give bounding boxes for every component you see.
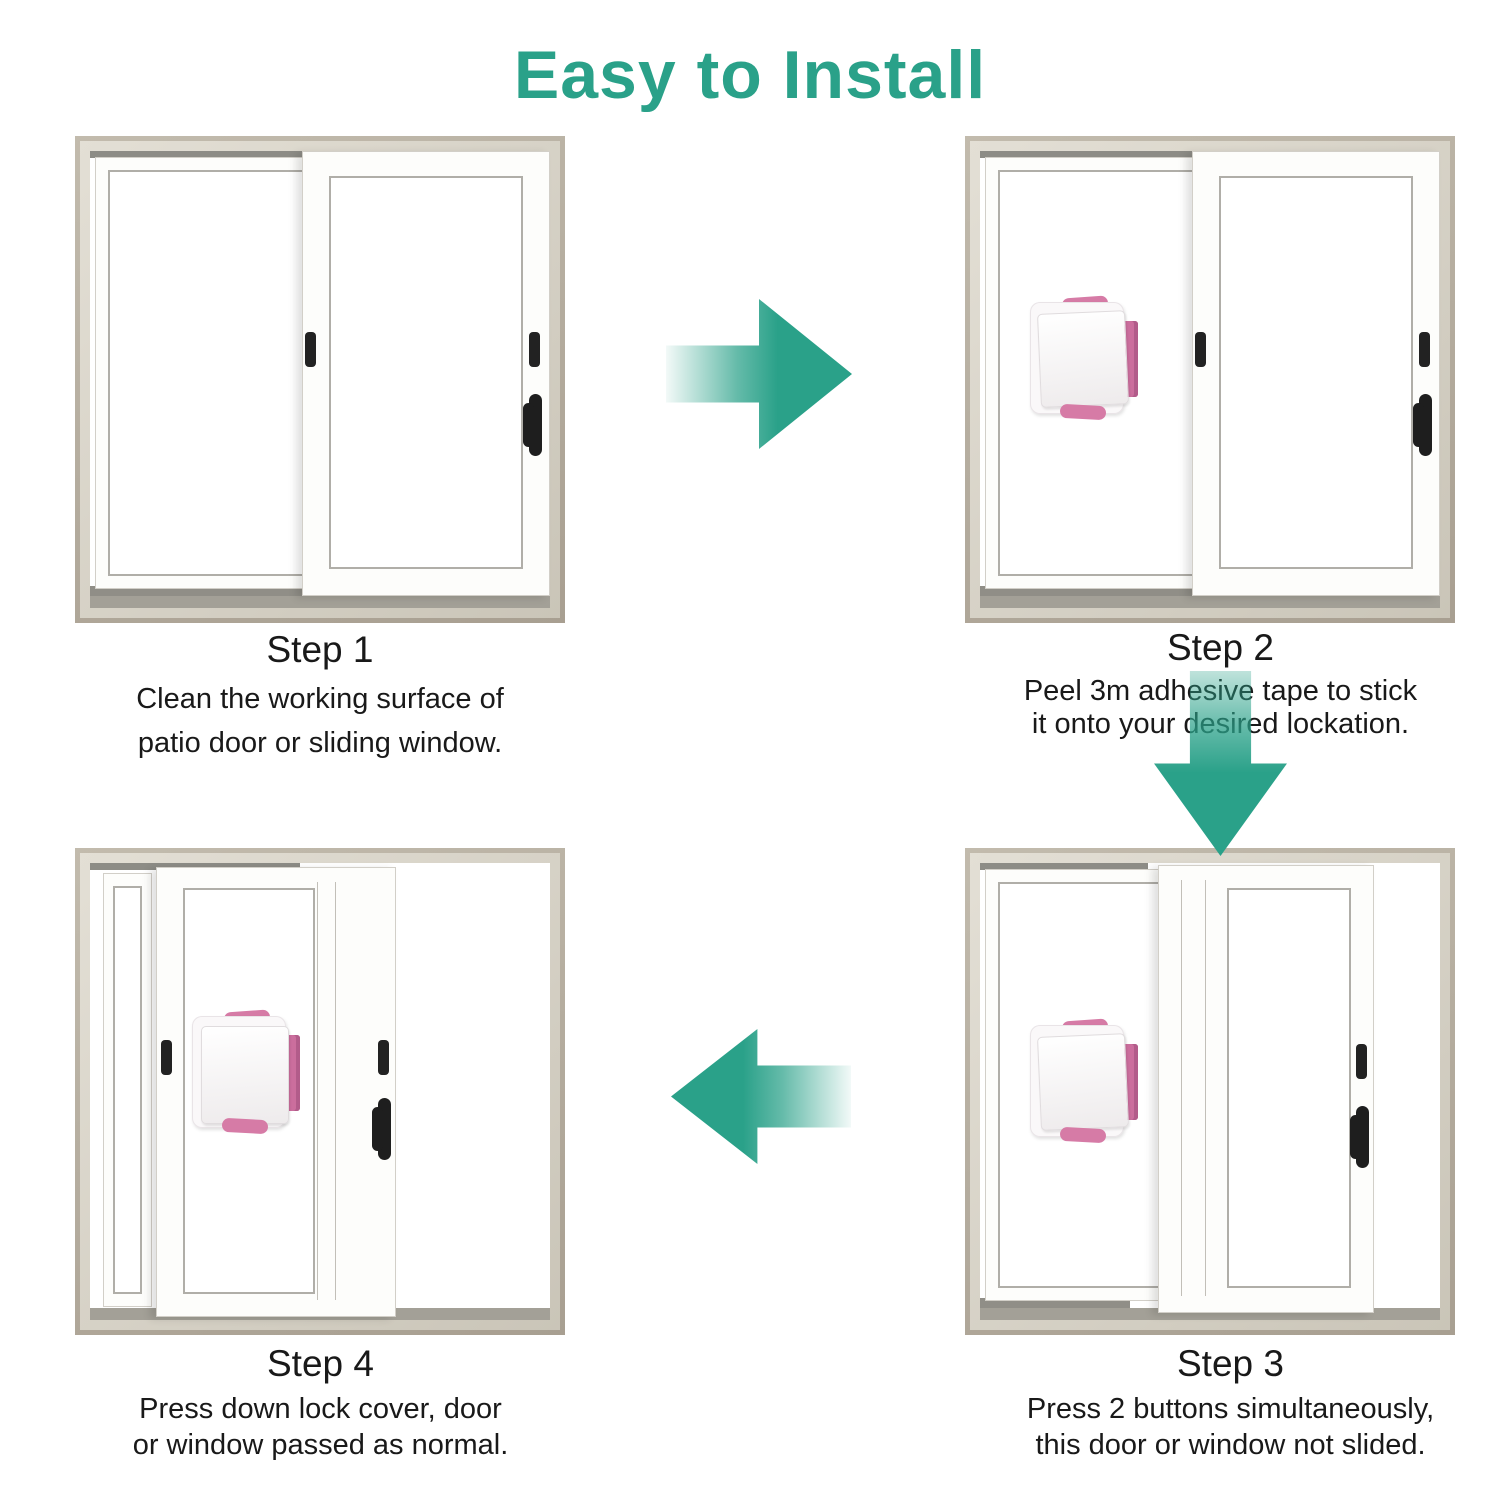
door-opening — [90, 151, 550, 608]
door-lock-latch-icon — [529, 332, 540, 367]
door-latch-icon — [305, 332, 316, 367]
fixed-door-panel — [103, 873, 152, 1307]
child-safety-lock-icon — [1030, 1018, 1138, 1144]
door-handle-icon — [372, 1098, 391, 1160]
door-latch-icon — [161, 1040, 172, 1075]
door-latch-icon — [1195, 332, 1206, 367]
sliding-door-panel — [1158, 865, 1374, 1313]
panel-stile-line — [317, 882, 318, 1300]
step-1-description-line: Clean the working surface of — [136, 683, 504, 715]
door-illustration-step-4 — [75, 848, 565, 1335]
door-lock-latch-icon — [378, 1040, 389, 1075]
door-sill — [980, 596, 1440, 608]
lock-cover — [1036, 310, 1130, 408]
lock-cover — [1036, 1033, 1130, 1131]
lock-button-icon — [221, 1117, 269, 1135]
lock-button-icon — [1059, 1126, 1107, 1144]
door-illustration-step-2 — [965, 136, 1455, 623]
step-2-title: Step 2 — [1167, 627, 1274, 668]
step-3-caption: Step 3 Press 2 buttons simultaneously, t… — [958, 1343, 1500, 1463]
door-glass — [1227, 888, 1351, 1288]
step-3-description-line: Press 2 buttons simultaneously, — [1026, 1393, 1435, 1425]
lock-cover — [201, 1026, 289, 1124]
step-1-description-line: patio door or sliding window. — [137, 727, 503, 759]
door-glass — [113, 886, 142, 1294]
door-handle-icon — [1413, 394, 1432, 456]
panel-stile-line — [335, 882, 336, 1300]
child-safety-lock-icon — [192, 1009, 300, 1135]
panel-stile-line — [1181, 880, 1182, 1296]
sliding-door-panel — [1192, 151, 1440, 596]
right-arrow-icon — [666, 299, 852, 449]
step-4-caption: Step 4 Press down lock cover, door or wi… — [68, 1343, 573, 1463]
panel-stile-line — [1205, 880, 1206, 1296]
door-illustration-step-1 — [75, 136, 565, 623]
door-glass — [329, 176, 523, 569]
door-sill — [90, 596, 550, 608]
door-handle-icon — [1350, 1106, 1369, 1168]
child-safety-lock-icon — [1030, 295, 1138, 421]
left-arrow-icon — [671, 1029, 851, 1164]
door-illustration-step-3 — [965, 848, 1455, 1335]
step-4-description-line: Press down lock cover, door — [139, 1393, 502, 1425]
door-opening — [980, 151, 1440, 608]
door-lock-latch-icon — [1356, 1044, 1367, 1079]
door-track — [980, 586, 1245, 596]
lock-button-icon — [1059, 403, 1107, 421]
step-4-description-line: or window passed as normal. — [132, 1429, 509, 1461]
step-1-caption: Step 1 Clean the working surface of pati… — [75, 629, 565, 765]
door-handle-icon — [523, 394, 542, 456]
door-track — [980, 863, 1148, 870]
door-track — [980, 1298, 1130, 1308]
step-4-title: Step 4 — [267, 1343, 374, 1384]
step-3-title: Step 3 — [1177, 1343, 1284, 1384]
sliding-door-panel — [302, 151, 550, 596]
door-track — [90, 586, 355, 596]
step-3-description-line: this door or window not slided. — [1035, 1429, 1426, 1461]
door-glass — [1219, 176, 1413, 569]
door-track — [90, 151, 355, 158]
door-track — [90, 863, 300, 870]
step-1-title: Step 1 — [266, 629, 374, 670]
door-opening — [90, 863, 550, 1320]
door-lock-latch-icon — [1419, 332, 1430, 367]
page-title: Easy to Install — [513, 37, 987, 113]
door-track — [980, 151, 1245, 158]
